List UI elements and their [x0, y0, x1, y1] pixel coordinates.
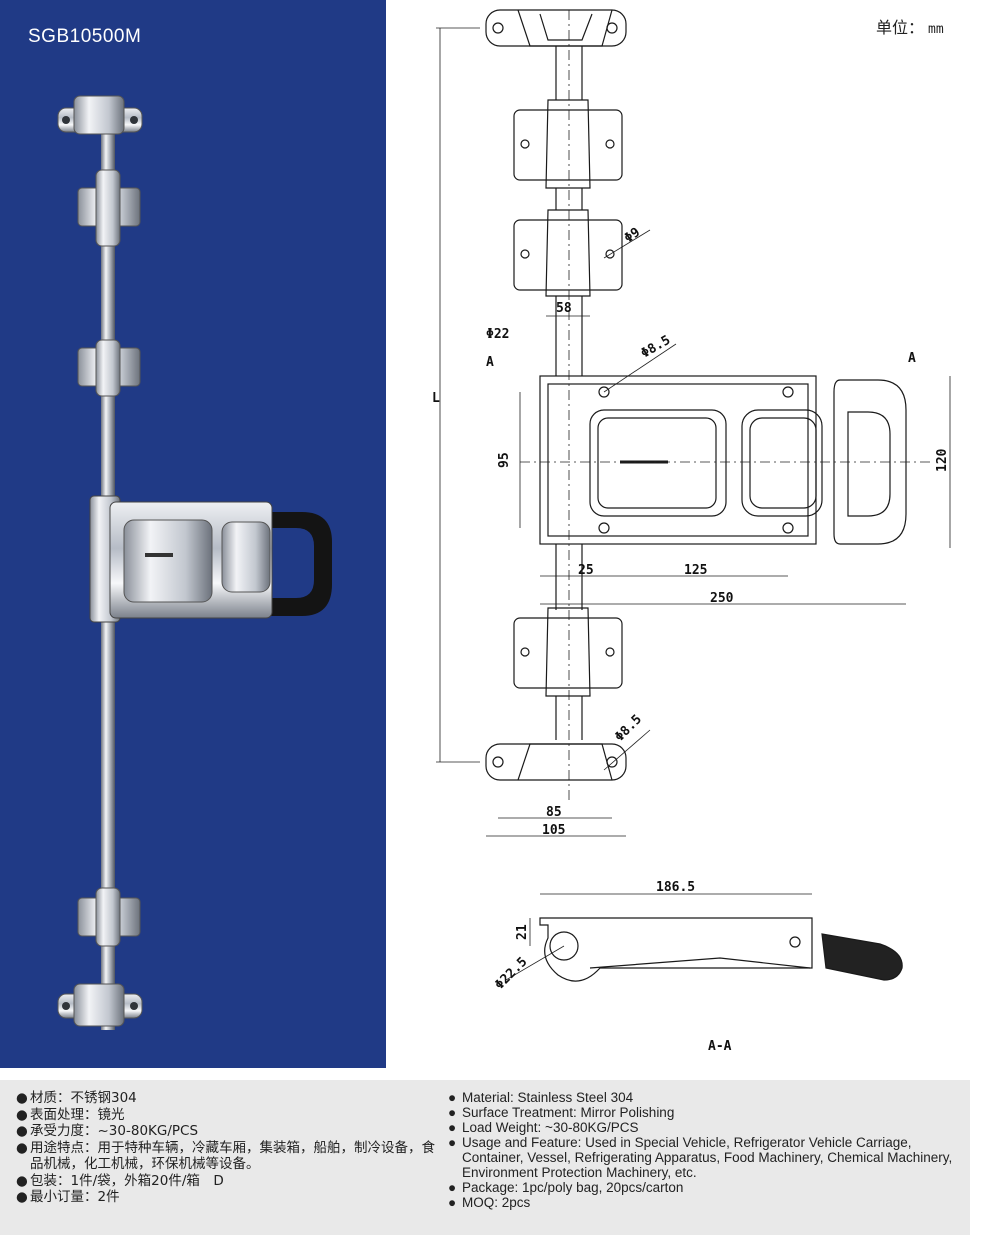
bracket-drawing-1 — [513, 99, 623, 189]
spec-item-en: ●Material: Stainless Steel 304 — [448, 1090, 634, 1105]
product-photo — [57, 95, 332, 1030]
dim-d22: Φ22 — [486, 327, 509, 342]
bracket-drawing-2 — [513, 209, 623, 297]
section-caption: A-A — [708, 1039, 732, 1054]
dim-L: L — [432, 391, 440, 406]
dim-250: 250 — [710, 591, 734, 606]
dim-d8.5-bottom: Φ8.5 — [612, 712, 645, 745]
spec-item-cn: ●材质：不锈钢304 — [16, 1090, 137, 1106]
dim-d22.5: Φ22.5 — [492, 955, 530, 993]
spec-panel: ●材质：不锈钢304 ●表面处理：镜光 ●承受力度：~30-80KG/PCS ●… — [0, 1080, 970, 1235]
section-mark-right: A — [908, 351, 916, 366]
technical-drawing: L Φ9 58 Φ22 A A Φ8.5 95 120 25 125 250 Φ… — [432, 9, 951, 1054]
spec-list-chinese: ●材质：不锈钢304 ●表面处理：镜光 ●承受力度：~30-80KG/PCS ●… — [16, 1090, 436, 1206]
dim-58: 58 — [556, 301, 572, 316]
dim-85: 85 — [546, 805, 562, 820]
dim-120: 120 — [935, 448, 950, 472]
unit-label: 单位：mm — [876, 14, 944, 38]
spec-item-cn: ●用途特点：用于特种车辆，冷藏车厢，集装箱，船舶，制冷设备，食品机械，化工机械，… — [16, 1139, 435, 1173]
dim-125: 125 — [684, 563, 707, 578]
dim-d9: Φ9 — [622, 225, 643, 246]
section-profile-drawing — [539, 917, 903, 982]
dim-95: 95 — [497, 452, 512, 468]
spec-item-en: ●Load Weight: ~30-80KG/PCS — [448, 1120, 639, 1135]
dim-25: 25 — [578, 563, 594, 578]
handle-photo — [89, 495, 332, 623]
bottom-cam-photo — [57, 983, 143, 1027]
spec-item-en: ●Surface Treatment: Mirror Polishing — [448, 1105, 675, 1120]
spec-item-cn: ●包装：1件/袋，外箱20件/箱 D — [16, 1172, 224, 1189]
spec-item-cn: ●最小订量：2件 — [16, 1189, 120, 1205]
top-cam-photo — [57, 95, 143, 135]
lock-body-drawing — [539, 375, 907, 545]
product-photo-panel: SGB10500M — [0, 0, 386, 1068]
spec-item-cn: ●承受力度：~30-80KG/PCS — [16, 1123, 199, 1139]
rod-guides-photo — [77, 169, 141, 947]
spec-list-english: ●Material: Stainless Steel 304 ●Surface … — [448, 1090, 963, 1210]
spec-item-en: ●Package: 1pc/poly bag, 20pcs/carton — [448, 1180, 684, 1195]
dim-105: 105 — [542, 823, 565, 838]
spec-item-en: ●Usage and Feature: Used in Special Vehi… — [448, 1135, 953, 1180]
dim-186.5: 186.5 — [656, 880, 695, 895]
unit-text: 单位： — [876, 18, 925, 37]
spec-item-en: ●MOQ: 2pcs — [448, 1195, 531, 1210]
spec-item-cn: ●表面处理：镜光 — [16, 1106, 125, 1123]
top-cam-drawing — [485, 9, 627, 47]
unit-value: mm — [928, 22, 944, 37]
bottom-cam-drawing — [485, 743, 627, 781]
model-code: SGB10500M — [28, 26, 142, 47]
bracket-drawing-3 — [513, 607, 623, 697]
section-mark-left: A — [486, 355, 494, 370]
dim-21: 21 — [515, 924, 530, 940]
